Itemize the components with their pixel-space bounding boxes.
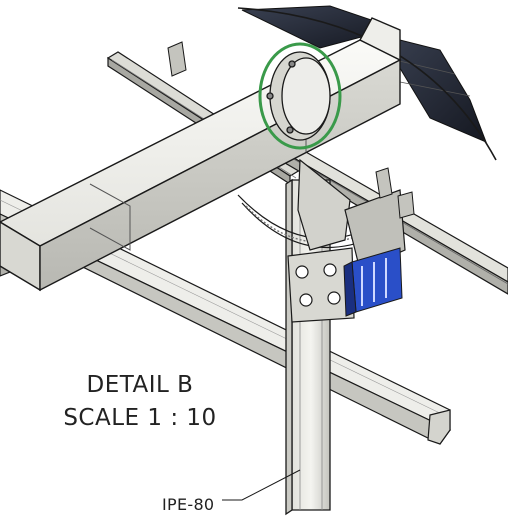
bearing-clamp	[258, 42, 342, 150]
ipe80-leader-line	[222, 469, 301, 501]
ipe80-callout-label: IPE-80	[162, 495, 215, 514]
rail-clamps	[167, 41, 415, 219]
solar-panel-group	[241, 5, 487, 143]
detail-scale: SCALE 1 : 10	[63, 405, 217, 431]
actuator-motor	[343, 247, 403, 317]
gearbox-housing	[287, 158, 406, 323]
detail-title: DETAIL B	[86, 372, 194, 398]
